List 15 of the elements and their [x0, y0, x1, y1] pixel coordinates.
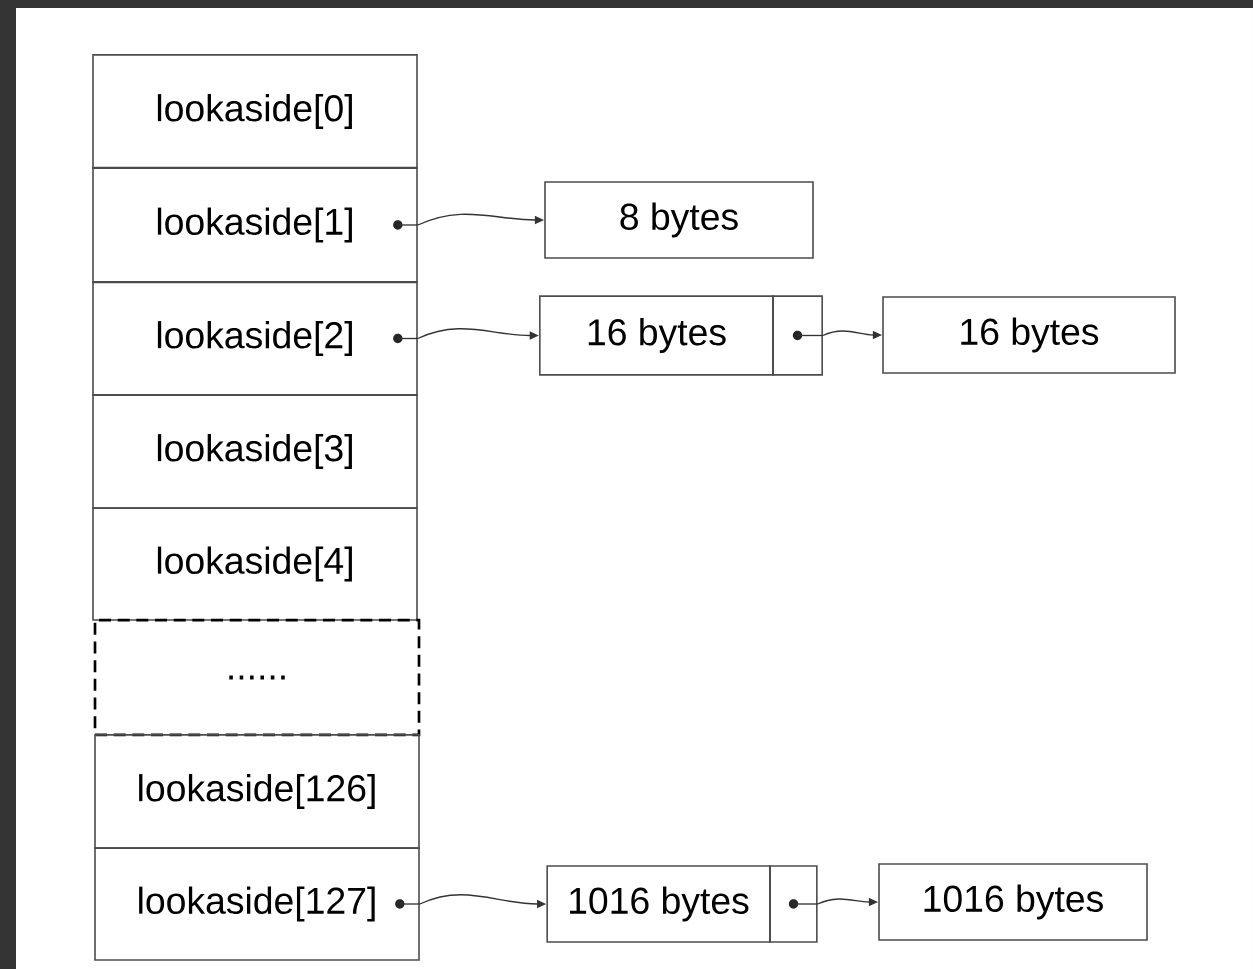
array-cell: lookaside[126] — [94, 734, 420, 849]
memory-block: 8 bytes — [544, 181, 814, 259]
ellipsis-cell: ...... — [93, 618, 421, 737]
array-cell: lookaside[3] — [92, 394, 418, 509]
array-cell: lookaside[4] — [92, 507, 418, 621]
array-cell: lookaside[2] — [92, 281, 418, 396]
memory-block: 1016 bytes — [878, 863, 1148, 941]
array-cell: lookaside[127] — [94, 847, 420, 961]
memory-block: 1016 bytes — [546, 865, 771, 943]
array-cell: lookaside[1] — [92, 166, 418, 284]
memory-block: 16 bytes — [882, 296, 1176, 374]
array-cell: lookaside[0] — [92, 54, 418, 169]
pointer-cell — [769, 865, 818, 943]
pointer-cell — [772, 295, 823, 376]
memory-block: 16 bytes — [539, 295, 774, 376]
